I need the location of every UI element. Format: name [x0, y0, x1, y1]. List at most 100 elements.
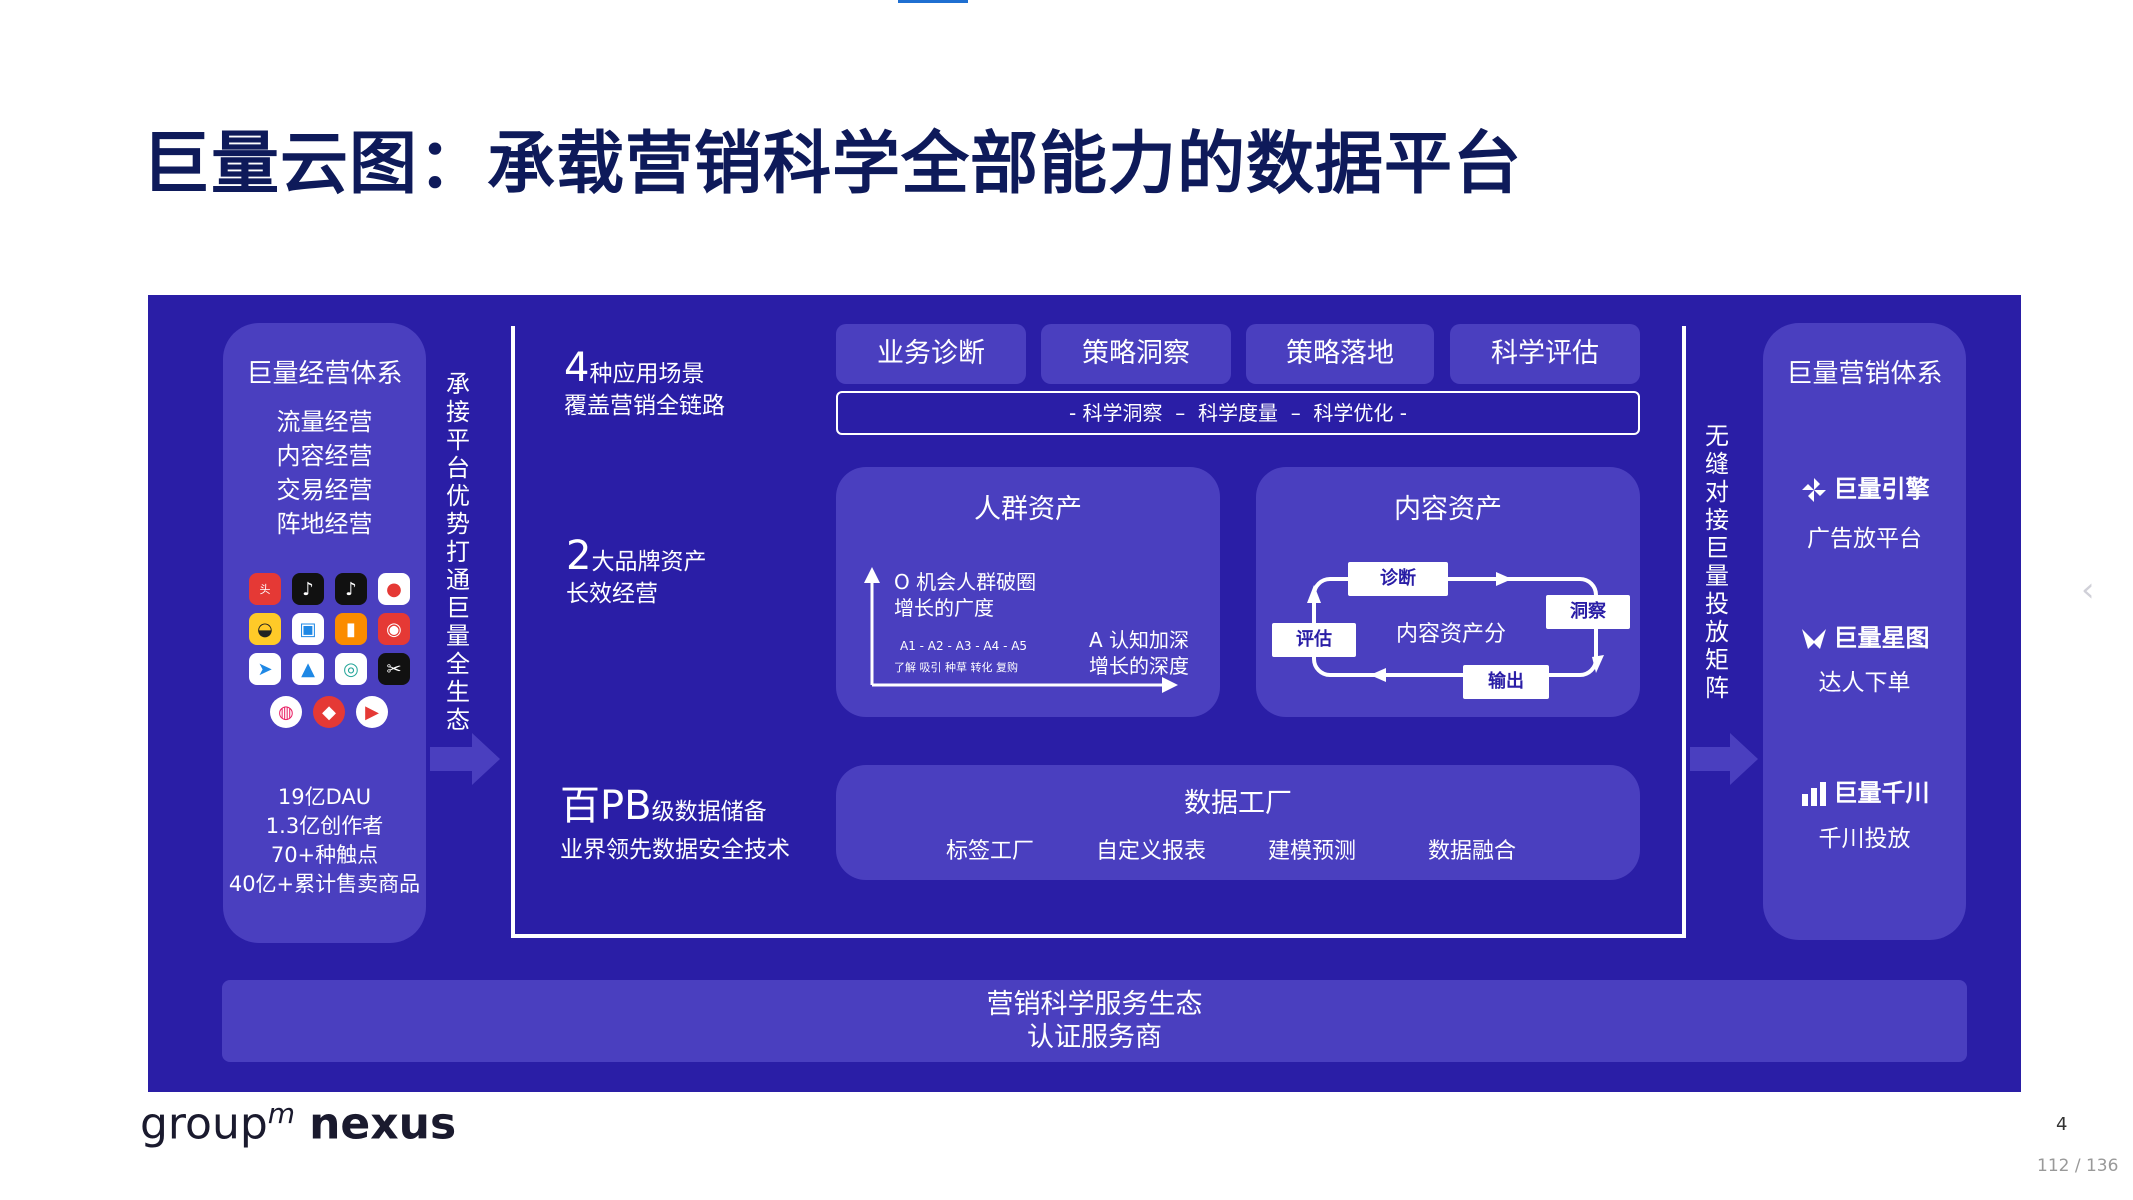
scene-data-text: 级数据储备 — [651, 799, 767, 825]
left-arrow-shaft — [430, 747, 474, 771]
douyin-app-icon: ♪ — [292, 573, 324, 605]
crowd-a-label-2: 增长的深度 — [1089, 654, 1189, 678]
huoshan-app-icon: ◉ — [378, 613, 410, 645]
node-output: 输出 — [1463, 665, 1549, 699]
scene-brand-text: 大品牌资产 — [591, 549, 707, 575]
tab-strategy-insight: 策略洞察 — [1041, 324, 1231, 384]
brand-oceanengine: 巨量引擎 — [1763, 469, 1966, 504]
content-cycle-icon — [1307, 572, 1604, 682]
operations-list: 流量经营 内容经营 交易经营 阵地经营 — [223, 405, 426, 541]
scene-brand-subtitle: 长效经营 — [566, 581, 658, 607]
logo-nexus-text: nexus — [309, 1098, 457, 1150]
crowd-a-stage-desc: 了解 吸引 种草 转化 复购 — [894, 661, 1018, 674]
node-diagnose: 诊断 — [1348, 562, 1448, 596]
factory-item: 自定义报表 — [1096, 839, 1207, 864]
dongqiudi-app-icon: ▲ — [292, 653, 324, 685]
scene-brand-number: 2 — [566, 533, 592, 579]
scene-apps-number: 4 — [564, 345, 590, 391]
factory-item: 数据融合 — [1428, 839, 1517, 864]
oceanengine-logo-icon — [1801, 478, 1826, 502]
crowd-o-label-2: 增长的广度 — [894, 596, 994, 620]
qingshu-app-icon: ◍ — [270, 696, 302, 728]
crowd-a-label-1: A 认知加深 — [1089, 628, 1190, 652]
groupm-nexus-logo: groupm nexus — [140, 1097, 456, 1150]
stat-item: 19亿DAU — [277, 785, 372, 809]
crowd-assets-card: 人群资产 O 机会人群破圈 增长的广度 A1 - A2 - A3 - A4 - … — [836, 467, 1220, 717]
tab-scientific-evaluation: 科学评估 — [1450, 324, 1640, 384]
scene-data-subtitle: 业界领先数据安全技术 — [560, 837, 790, 863]
crowd-axes-icon — [864, 567, 1178, 693]
logo-m-text: m — [267, 1097, 296, 1130]
tab-business-diagnosis: 业务诊断 — [836, 324, 1026, 384]
feishu-app-icon: ➤ — [249, 653, 281, 685]
stat-item: 40亿+累计售卖商品 — [228, 872, 421, 896]
left-column: 巨量经营体系 流量经营 内容经营 交易经营 阵地经营 头 ♪ ♪ ● ◒ ▣ ▮… — [223, 323, 426, 943]
right-arrow-icon — [1730, 733, 1758, 785]
stat-item: 70+种触点 — [270, 843, 379, 867]
brand-qianchuan: 巨量千川 — [1763, 773, 1966, 808]
content-assets-card: 内容资产 诊断 洞察 输出 评估 内容资产分 — [1256, 467, 1640, 717]
logo-group-text: group — [140, 1098, 268, 1150]
pipixia-app-icon: ◎ — [335, 653, 367, 685]
left-vertical-caption: 承接平台优势打通巨量全生态 — [446, 370, 470, 734]
fanqie-app-icon: ◆ — [313, 696, 345, 728]
brand-name: 巨量星图 — [1833, 624, 1930, 652]
page-title: 巨量云图：承载营销科学全部能力的数据平台 — [142, 125, 1523, 204]
toutiao-app-icon: 头 — [249, 573, 281, 605]
node-insight: 洞察 — [1546, 595, 1630, 629]
dongchedi-app-icon: ▣ — [292, 613, 324, 645]
brand-desc: 达人下单 — [1818, 670, 1911, 696]
science-bar: - 科学洞察 – 科学度量 – 科学优化 - — [836, 391, 1640, 435]
douyin-lite-app-icon: ♪ — [335, 573, 367, 605]
service-ecosystem-line1: 营销科学服务生态 — [986, 989, 1203, 1020]
right-column: 巨量营销体系 巨量引擎 广告放平台 巨量星图 达人下单 巨量千川 千川投放 — [1763, 323, 1966, 940]
right-arrow-shaft — [1690, 747, 1732, 771]
brand-name: 巨量千川 — [1833, 779, 1930, 807]
qianchuan-logo-icon — [1801, 782, 1826, 806]
data-factory-title: 数据工厂 — [1184, 788, 1292, 819]
page-counter: 112 / 136 — [2037, 1156, 2119, 1176]
novel-app-icon: ◒ — [249, 613, 281, 645]
hongguo-app-icon: ▶ — [356, 696, 388, 728]
crowd-o-label-1: O 机会人群破圈 — [894, 570, 1037, 594]
tab-strategy-execution: 策略落地 — [1246, 324, 1434, 384]
xigua-app-icon: ● — [378, 573, 410, 605]
platform-bracket — [511, 326, 1686, 938]
factory-item: 标签工厂 — [946, 839, 1035, 864]
service-ecosystem-line2: 认证服务商 — [1027, 1022, 1162, 1053]
service-ecosystem-bar: 营销科学服务生态 认证服务商 — [222, 980, 1967, 1062]
right-column-heading: 巨量营销体系 — [1786, 359, 1943, 389]
jianying-app-icon: ✂ — [378, 653, 410, 685]
left-arrow-icon — [472, 733, 500, 785]
crowd-assets-title: 人群资产 — [974, 494, 1082, 525]
left-column-heading: 巨量经营体系 — [246, 359, 403, 389]
next-slide-chevron-icon[interactable]: ‹ — [2081, 570, 2095, 610]
right-vertical-caption: 无缝对接巨量投放矩阵 — [1705, 422, 1729, 702]
content-assets-title: 内容资产 — [1394, 494, 1502, 525]
stat-item: 1.3亿创作者 — [265, 814, 384, 838]
brand-desc: 千川投放 — [1818, 826, 1911, 852]
operation-item: 交易经营 — [276, 476, 373, 504]
scene-data-number: 百PB — [560, 783, 652, 829]
factory-item: 建模预测 — [1268, 839, 1357, 864]
xingtu-logo-icon — [1801, 629, 1826, 649]
content-center-label: 内容资产分 — [1396, 622, 1507, 647]
node-evaluate: 评估 — [1272, 623, 1356, 657]
stats-list: 19亿DAU 1.3亿创作者 70+种触点 40亿+累计售卖商品 — [223, 783, 426, 899]
scene-apps: 4种应用场景 覆盖营销全链路 — [564, 348, 725, 422]
slide-page-number: 4 — [2056, 1114, 2068, 1135]
operation-item: 流量经营 — [276, 408, 373, 436]
top-progress-indicator — [898, 0, 968, 3]
operation-item: 阵地经营 — [276, 510, 373, 538]
tomato-app-icon: ▮ — [335, 613, 367, 645]
crowd-a-stages: A1 - A2 - A3 - A4 - A5 — [900, 639, 1028, 653]
scene-apps-subtitle: 覆盖营销全链路 — [564, 393, 725, 419]
scene-apps-text: 种应用场景 — [589, 361, 705, 387]
operation-item: 内容经营 — [276, 442, 373, 470]
brand-name: 巨量引擎 — [1833, 475, 1930, 503]
brand-xingtu: 巨量星图 — [1763, 618, 1966, 653]
brand-desc: 广告放平台 — [1807, 526, 1922, 552]
scene-brand-assets: 2大品牌资产 长效经营 — [566, 536, 707, 610]
data-factory-card: 数据工厂 标签工厂 自定义报表 建模预测 数据融合 — [836, 765, 1640, 880]
scene-data-storage: 百PB级数据储备 业界领先数据安全技术 — [560, 786, 790, 866]
